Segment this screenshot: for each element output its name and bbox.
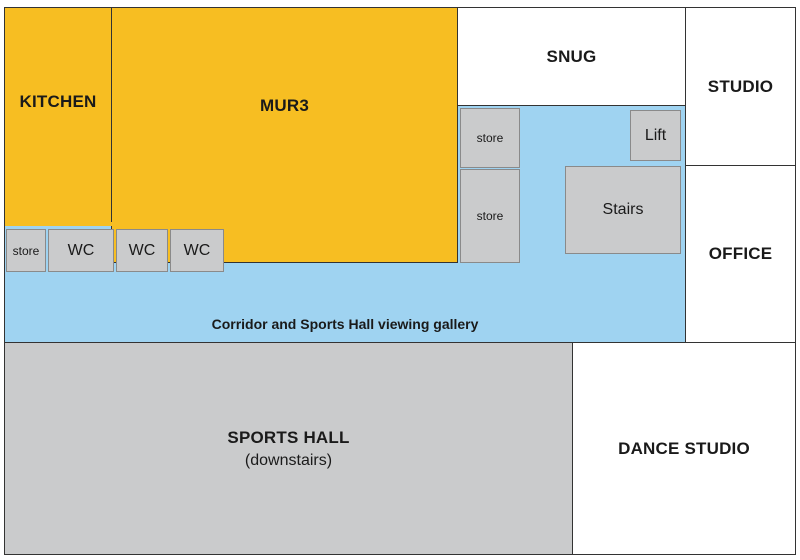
studio-label: STUDIO: [707, 76, 774, 96]
room-store-mid: store: [460, 169, 520, 263]
kitchen-label: KITCHEN: [19, 92, 97, 111]
room-wc-1: WC: [48, 229, 114, 272]
room-office: OFFICE: [685, 165, 796, 343]
room-sports-hall: SPORTS HALL (downstairs): [4, 342, 573, 555]
room-mur3: MUR3: [111, 7, 458, 263]
room-store-left: store: [6, 229, 46, 272]
lift-label: Lift: [644, 126, 667, 144]
store-mid-label: store: [476, 209, 504, 223]
room-wc-3: WC: [170, 229, 224, 272]
sports-hall-label: SPORTS HALL: [227, 427, 350, 447]
room-studio: STUDIO: [685, 7, 796, 166]
sports-hall-note: (downstairs): [244, 451, 333, 469]
room-kitchen: KITCHEN: [4, 7, 112, 223]
snug-label: SNUG: [546, 46, 597, 66]
room-lift: Lift: [630, 110, 681, 161]
yellow-strip: [5, 222, 226, 226]
store-left-label: store: [12, 243, 40, 258]
room-snug: SNUG: [457, 7, 686, 106]
dance-studio-label: DANCE STUDIO: [618, 438, 750, 458]
stairs-label: Stairs: [602, 201, 644, 218]
mur3-label: MUR3: [260, 96, 309, 115]
wc-2-label: WC: [128, 241, 156, 259]
wc-3-label: WC: [183, 241, 211, 259]
wc-1-label: WC: [67, 241, 95, 259]
room-store-top: store: [460, 108, 520, 168]
room-dance-studio: DANCE STUDIO: [572, 342, 796, 555]
room-wc-2: WC: [116, 229, 168, 272]
office-label: OFFICE: [708, 244, 773, 263]
room-stairs: Stairs: [565, 166, 681, 254]
corridor-label: Corridor and Sports Hall viewing gallery: [211, 316, 479, 332]
store-top-label: store: [476, 131, 504, 145]
